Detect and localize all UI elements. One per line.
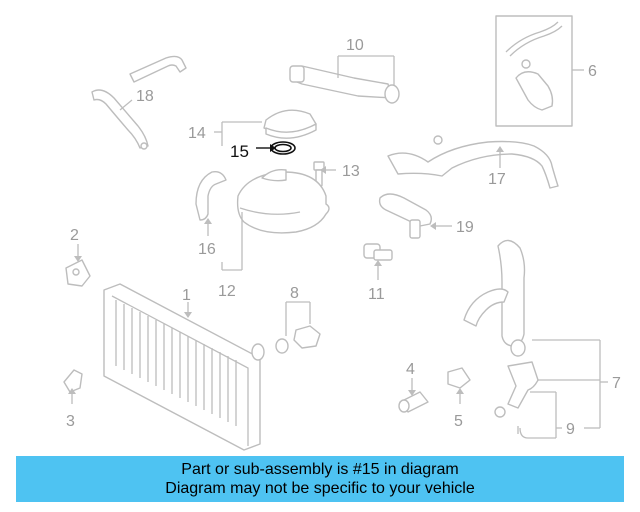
callout-3: 3: [66, 413, 75, 430]
part-4-sensor: [398, 378, 429, 413]
part-14-cap: [214, 109, 317, 146]
info-banner: Part or sub-assembly is #15 in diagram D…: [16, 456, 624, 502]
part-12-reservoir: [221, 168, 330, 271]
part-7-hoses: [463, 239, 608, 429]
part-6-assembly: [495, 15, 584, 127]
part-16-bracket: [195, 170, 227, 236]
part-1-radiator: [103, 283, 265, 451]
callout-9: 9: [566, 421, 575, 438]
part-9-clamps: [517, 391, 562, 439]
callout-19: 19: [456, 219, 474, 236]
callout-14: 14: [188, 125, 206, 142]
callout-13: 13: [342, 163, 360, 180]
callout-15: 15: [230, 142, 249, 161]
callout-6: 6: [588, 63, 597, 80]
part-8-connector: [275, 301, 321, 354]
callout-12: 12: [218, 283, 236, 300]
part-15-seal: [256, 141, 296, 155]
part-13-bolt: [313, 161, 336, 187]
callout-18: 18: [136, 88, 154, 105]
callout-4: 4: [406, 361, 415, 378]
callout-2: 2: [70, 227, 79, 244]
part-18-hose: [91, 55, 187, 150]
callout-8: 8: [290, 285, 299, 302]
banner-line-2: Diagram may not be specific to your vehi…: [165, 480, 475, 497]
banner-line-1: Part or sub-assembly is #15 in diagram: [181, 461, 459, 478]
part-2-mount: [65, 244, 91, 287]
callout-5: 5: [454, 413, 463, 430]
callout-1: 1: [182, 287, 191, 304]
part-5-switch: [447, 367, 471, 404]
callout-7: 7: [612, 375, 621, 392]
callout-16: 16: [198, 241, 216, 258]
part-19-sensor: [378, 193, 452, 239]
part-10-pipe: [289, 55, 400, 104]
callout-10: 10: [346, 37, 364, 54]
part-17-hose: [387, 135, 559, 189]
callout-17: 17: [488, 171, 506, 188]
part-3-clip: [63, 369, 83, 404]
part-11-fitting: [363, 243, 393, 280]
callout-11: 11: [368, 286, 385, 303]
